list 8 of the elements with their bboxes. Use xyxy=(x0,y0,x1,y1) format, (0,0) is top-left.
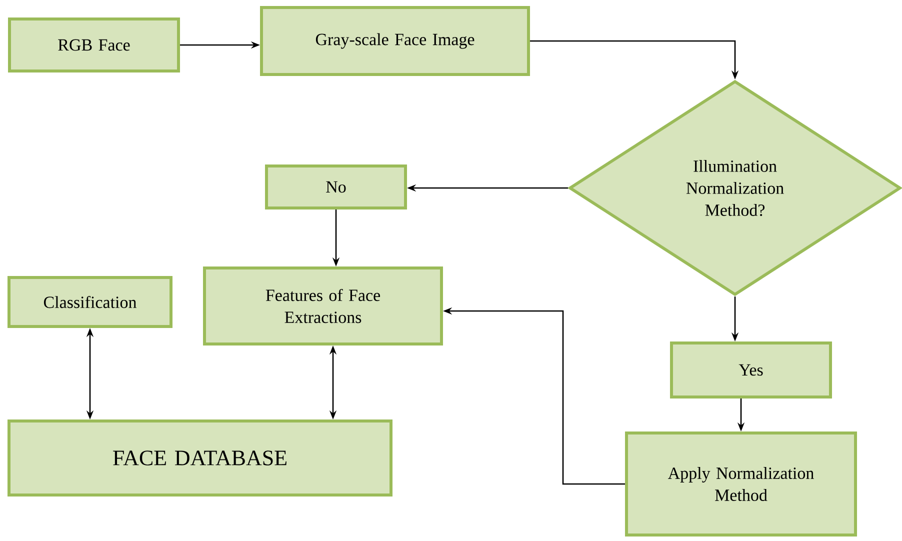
process-box: Features of Face Extractions xyxy=(203,266,443,346)
process-box: Apply Normalization Method xyxy=(625,432,857,536)
process-box: Yes xyxy=(670,342,832,398)
process-box: No xyxy=(265,164,407,210)
process-box: Gray-scale Face Image xyxy=(260,6,530,76)
process-box: RGB Face xyxy=(8,18,180,72)
process-box: Classification xyxy=(8,276,172,328)
process-box: FACE DATABASE xyxy=(8,420,392,496)
